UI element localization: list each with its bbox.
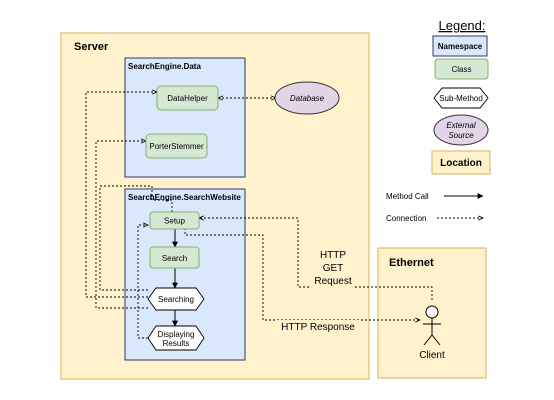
legend-namespace-swatch <box>432 35 488 57</box>
server-title: Server <box>74 41 109 53</box>
http-get-line2: GET <box>323 263 344 274</box>
http-get-line1: HTTP <box>320 250 346 261</box>
http-get-label: HTTP GET Request <box>311 247 355 289</box>
legend-external-line2: Source <box>448 131 474 140</box>
legend-external-swatch <box>433 114 489 146</box>
submethod-searching: Searching <box>147 287 205 311</box>
legend-connection-label: Connection <box>386 214 426 223</box>
class-porterstemmer: PorterStemmer <box>145 133 208 159</box>
client-label: Client <box>419 350 445 361</box>
searching-label: Searching <box>158 295 194 304</box>
http-get-connection <box>199 218 433 300</box>
http-response-label: HTTP Response <box>275 320 360 333</box>
external-database: Database <box>274 81 340 115</box>
ethernet-title: Ethernet <box>389 257 434 269</box>
legend: Legend: Namespace Class Sub-Method Exter… <box>386 18 491 223</box>
searching-porterstemmer-connection <box>95 141 148 309</box>
class-datahelper: DataHelper <box>156 85 219 111</box>
legend-external-line1: External <box>446 121 476 130</box>
namespace-website-title: SearchEngine.SearchWebsite <box>128 193 241 202</box>
legend-class-swatch <box>434 58 489 80</box>
setup-datahelper-connection <box>99 185 173 291</box>
submethod-displaying-results: Displaying Results <box>147 325 205 351</box>
legend-location-swatch <box>431 150 491 175</box>
namespace-data-title: SearchEngine.Data <box>128 62 201 71</box>
displaying-label-line2: Results <box>163 339 190 348</box>
database-label: Database <box>290 94 325 103</box>
search-label: Search <box>162 254 187 263</box>
legend-title: Legend: <box>439 18 486 33</box>
searching-datahelper-connection <box>85 92 157 298</box>
legend-location-label: Location <box>440 158 482 169</box>
legend-namespace-label: Namespace <box>438 42 483 51</box>
http-get-line3: Request <box>314 276 351 287</box>
legend-class-label: Class <box>451 65 471 74</box>
client-actor-icon <box>423 305 441 346</box>
legend-submethod-swatch <box>433 87 489 109</box>
setup-label: Setup <box>164 217 185 226</box>
porterstemmer-label: PorterStemmer <box>149 142 204 151</box>
connections <box>85 92 433 339</box>
http-response-text: HTTP Response <box>281 322 355 333</box>
displaying-label-line1: Displaying <box>158 330 195 339</box>
class-setup: Setup <box>149 211 200 230</box>
namespace-searchengine-data <box>124 57 246 178</box>
class-search: Search <box>149 246 200 269</box>
datahelper-label: DataHelper <box>167 94 208 103</box>
legend-submethod-label: Sub-Method <box>439 94 483 103</box>
http-response-connection <box>184 228 420 320</box>
legend-method-call-label: Method Call <box>386 192 429 201</box>
displaying-setup-connection <box>137 225 148 339</box>
